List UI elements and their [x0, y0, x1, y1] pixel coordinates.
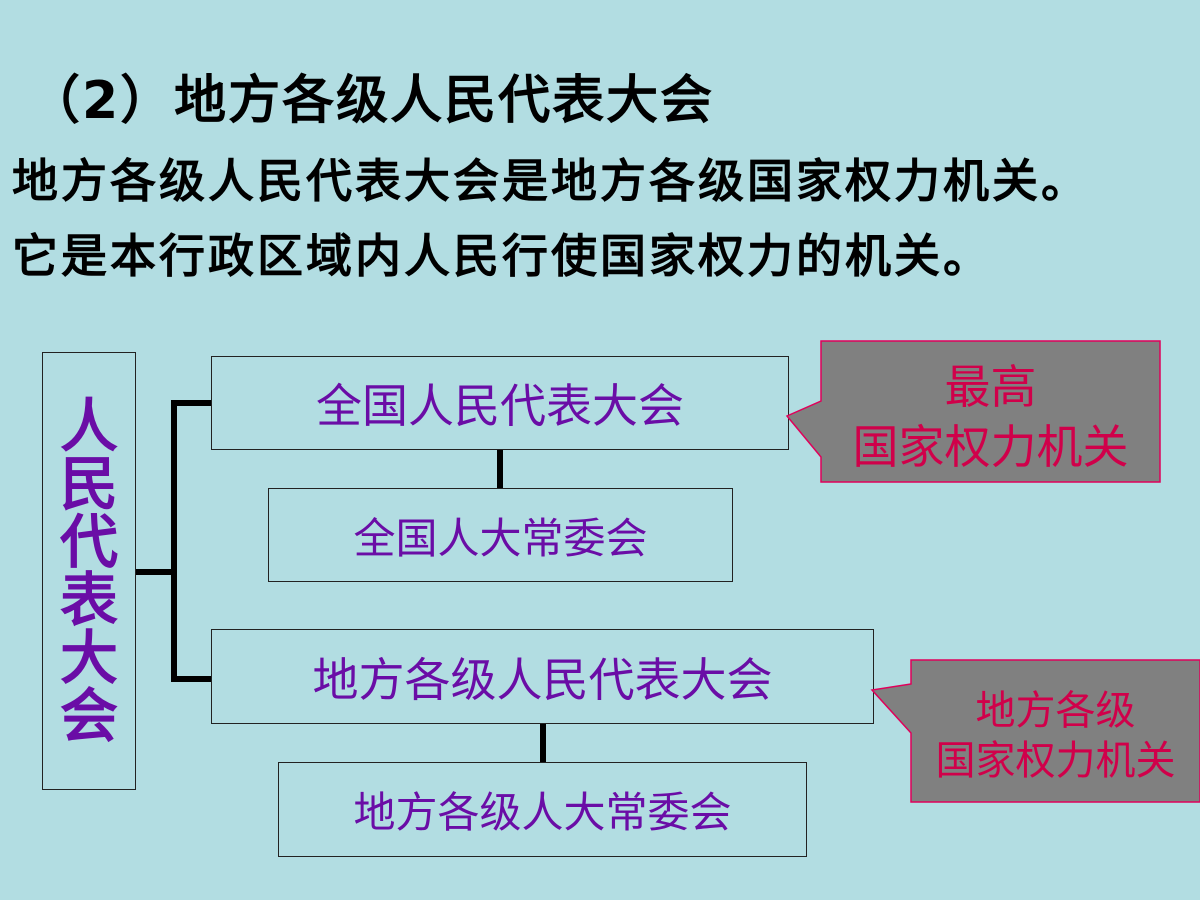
node-local-standing-committee: 地方各级人大常委会: [278, 762, 807, 857]
root-char: 大: [59, 624, 118, 692]
callout-top-shape: [785, 340, 1161, 483]
root-node-peoples-congress: 人 民 代 表 大 会: [42, 352, 136, 790]
node-local-congress: 地方各级人民代表大会: [211, 629, 874, 724]
paragraph-line-2: 它是本行政区域内人民行使国家权力的机关。: [12, 229, 992, 283]
root-char: 代: [59, 508, 118, 576]
connector-trunk-v: [171, 400, 177, 682]
callout-bottom: 地方各级 国家权力机关: [911, 660, 1200, 786]
connector-local-standing-v: [540, 724, 546, 762]
connector-npc-standing-v: [497, 450, 503, 488]
callout-bottom-line1: 地方各级: [975, 688, 1136, 734]
root-char: 表: [59, 566, 118, 634]
callout-top-line2: 国家权力机关: [852, 420, 1129, 474]
connector-root-h: [136, 569, 176, 575]
callout-top-line1: 最高: [944, 360, 1037, 414]
node-npc: 全国人民代表大会: [211, 356, 789, 450]
root-char: 人: [59, 392, 118, 460]
node-npc-standing-committee: 全国人大常委会: [268, 488, 733, 582]
paragraph-line-1: 地方各级人民代表大会是地方各级国家权力机关。: [12, 154, 1090, 208]
callout-bottom-line2: 国家权力机关: [935, 738, 1176, 784]
connector-npc-h: [171, 400, 213, 406]
root-char: 民: [59, 450, 118, 518]
callout-top: 最高 国家权力机关: [821, 341, 1160, 477]
root-char: 会: [59, 682, 118, 750]
connector-local-h: [171, 676, 213, 682]
callout-bottom-shape: [870, 659, 1200, 803]
page-title: （2）地方各级人民代表大会: [28, 71, 715, 131]
